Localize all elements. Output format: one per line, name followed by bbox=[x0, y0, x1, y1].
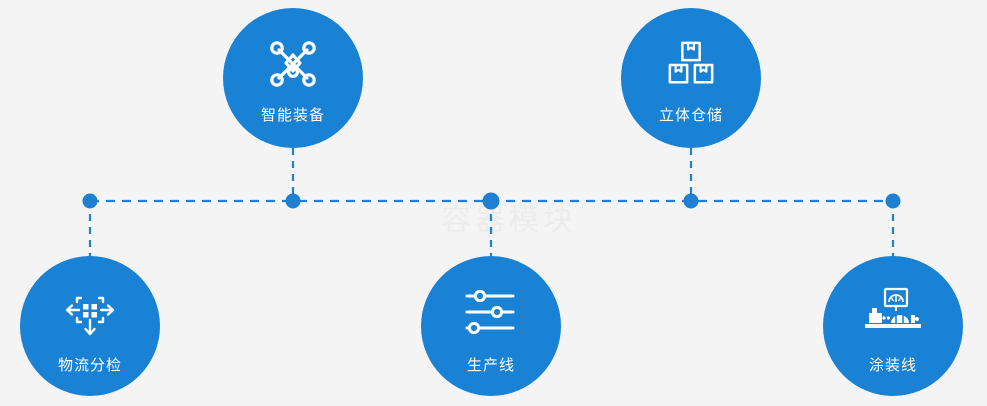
sorting-arrows-icon bbox=[62, 284, 118, 340]
node-label-production-line: 生产线 bbox=[466, 356, 515, 374]
network-nodes-icon bbox=[265, 36, 321, 92]
node-label-intelligent-equipment: 智能装备 bbox=[260, 106, 325, 124]
node-label-stereoscopic-warehouse: 立体仓储 bbox=[658, 106, 723, 124]
node-stereoscopic-warehouse[interactable]: 立体仓储 bbox=[621, 8, 761, 148]
junction-dot-painting[interactable] bbox=[885, 193, 901, 209]
node-intelligent-equipment[interactable]: 智能装备 bbox=[223, 8, 363, 148]
node-label-painting-line: 涂装线 bbox=[868, 356, 917, 374]
watermark-subtext: CONTAINER MODULE CONTAINER MODULE bbox=[437, 201, 618, 208]
node-painting-line[interactable]: 涂装线 bbox=[823, 256, 963, 396]
stacked-boxes-icon bbox=[663, 36, 719, 92]
sliders-icon bbox=[463, 284, 519, 340]
junction-dot-warehouse[interactable] bbox=[683, 193, 699, 209]
junction-dot-logistics[interactable] bbox=[82, 193, 98, 209]
node-production-line[interactable]: 生产线 bbox=[421, 256, 561, 396]
junction-dot-equipment[interactable] bbox=[285, 193, 301, 209]
node-logistics-sorting[interactable]: 物流分检 bbox=[20, 256, 160, 396]
node-label-logistics-sorting: 物流分检 bbox=[57, 356, 122, 374]
watermark-text: 容器模块 bbox=[441, 204, 577, 237]
paint-line-machine-icon bbox=[865, 284, 921, 340]
